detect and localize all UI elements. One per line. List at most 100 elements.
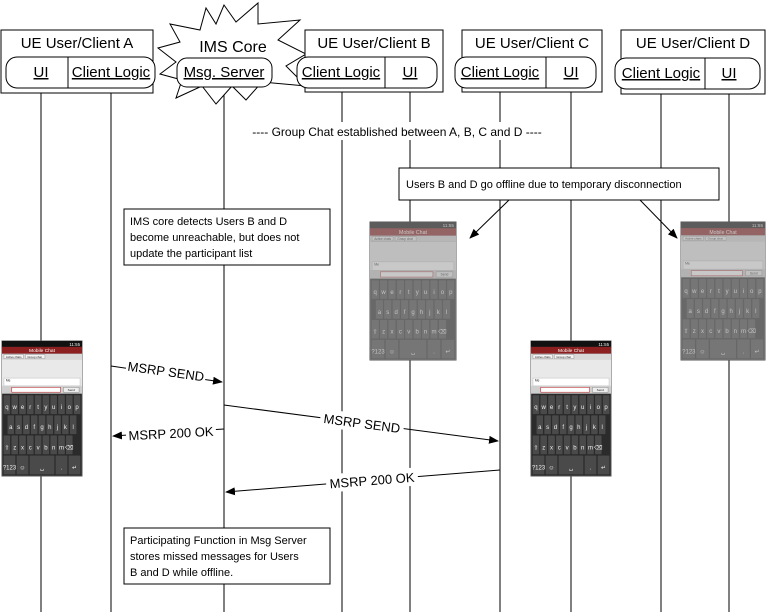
msg-send-c: MSRP SEND bbox=[223, 404, 499, 444]
client-b-ui-label: UI bbox=[403, 64, 418, 81]
phone-key: ⌫ bbox=[65, 444, 74, 451]
client-b-logic-label: Client Logic bbox=[302, 64, 381, 81]
phone-key: p bbox=[75, 405, 79, 411]
client-d-inner bbox=[614, 57, 761, 90]
phone-tab-2: Group chat bbox=[556, 355, 571, 359]
msg-server-label: Msg. Server bbox=[184, 64, 265, 81]
offline-note-box bbox=[398, 167, 720, 201]
phone-key: b bbox=[44, 445, 48, 451]
arrow-offline-to-d bbox=[639, 199, 678, 239]
arrow-offline-to-b bbox=[469, 199, 510, 239]
msg-server-box bbox=[176, 57, 273, 88]
group-chat-note: ---- Group Chat established between A, B… bbox=[228, 122, 568, 140]
phone-key: t bbox=[566, 405, 568, 411]
phone-offline-overlay bbox=[681, 222, 765, 360]
phone-key: k bbox=[593, 425, 597, 431]
phone-key: ␣ bbox=[569, 465, 573, 471]
participating-line-2: stores missed messages for Users bbox=[130, 551, 299, 563]
client-c-logic-label: Client Logic bbox=[461, 64, 540, 81]
phone-key: d bbox=[25, 425, 28, 431]
phone-key: n bbox=[581, 445, 584, 451]
msg-ok-c-label: MSRP 200 OK bbox=[329, 470, 415, 492]
phone-key: y bbox=[44, 405, 47, 411]
phone-key: m bbox=[59, 445, 64, 451]
phone-key: ?123 bbox=[3, 465, 17, 471]
entity-client-b: UE User/Client B Client Logic UI bbox=[296, 29, 444, 93]
phone-tab-2: Group chat bbox=[27, 355, 42, 359]
client-b-header: UE User/Client B bbox=[317, 35, 430, 52]
phone-key: i bbox=[590, 405, 591, 411]
phone-key: ␣ bbox=[40, 465, 44, 471]
phone-tab-1: Active chats bbox=[535, 355, 551, 359]
entity-client-d: UE User/Client D Client Logic UI bbox=[614, 29, 766, 95]
offline-note: Users B and D go offline due to temporar… bbox=[398, 167, 720, 201]
phone-key: e bbox=[550, 405, 554, 411]
client-c-inner bbox=[454, 56, 597, 89]
phone-tab-1: Active chats bbox=[6, 355, 22, 359]
phone-app-title: Mobile Chat bbox=[29, 348, 56, 354]
msg-ok-a: MSRP 200 OK bbox=[112, 421, 225, 445]
client-d-ui-label: UI bbox=[722, 65, 737, 82]
phone-key: l bbox=[602, 425, 603, 431]
phone-key: z bbox=[13, 445, 16, 451]
client-a-ui-label: UI bbox=[34, 64, 49, 81]
client-d-logic-label: Client Logic bbox=[622, 65, 701, 82]
phone-key: d bbox=[554, 425, 557, 431]
phone-key: q bbox=[534, 405, 537, 411]
phone-sender: Me bbox=[6, 378, 11, 382]
client-b-inner bbox=[296, 56, 438, 89]
phone-key: m bbox=[588, 445, 593, 451]
phone-key: ↵ bbox=[72, 465, 77, 471]
phone-status-time: 11:55 bbox=[69, 342, 80, 347]
phone-key: o bbox=[68, 405, 72, 411]
phone-key: a bbox=[9, 425, 13, 431]
phone-key: n bbox=[52, 445, 55, 451]
client-a-logic-label: Client Logic bbox=[72, 64, 151, 81]
phone-key: x bbox=[550, 445, 553, 451]
phone-key: r bbox=[558, 405, 560, 411]
ims-detect-box bbox=[123, 208, 331, 266]
participating-note: Participating Function in Msg Server sto… bbox=[123, 527, 331, 585]
ims-detect-line-2: become unreachable, but does not bbox=[130, 232, 299, 244]
phone-key: s bbox=[17, 425, 20, 431]
phone-sender: Me bbox=[535, 378, 540, 382]
msg-send-a: MSRP SEND bbox=[110, 356, 223, 386]
phone-key: c bbox=[29, 445, 32, 451]
phone-key: b bbox=[573, 445, 577, 451]
phone-key: s bbox=[546, 425, 549, 431]
phone-key: v bbox=[566, 445, 569, 451]
phone-key: k bbox=[64, 425, 68, 431]
phone-key: f bbox=[562, 425, 564, 431]
phone-key: l bbox=[73, 425, 74, 431]
phone-send-button: Send bbox=[68, 388, 76, 392]
phone-key: e bbox=[21, 405, 25, 411]
offline-note-text: Users B and D go offline due to temporar… bbox=[406, 179, 682, 191]
client-a-header: UE User/Client A bbox=[21, 35, 134, 52]
phone-key: f bbox=[33, 425, 35, 431]
phone-key: ↵ bbox=[601, 465, 606, 471]
entity-ims-core: IMS Core Msg. Server bbox=[156, 1, 308, 105]
phone-key: r bbox=[29, 405, 31, 411]
phone-status-time: 11:55 bbox=[598, 342, 609, 347]
phone-key: ⌫ bbox=[594, 444, 603, 451]
group-chat-text: ---- Group Chat established between A, B… bbox=[252, 125, 541, 139]
phone-key: w bbox=[541, 405, 547, 411]
phone-key: y bbox=[573, 405, 576, 411]
ims-detect-note: IMS core detects Users B and D become un… bbox=[123, 208, 331, 266]
phone-key: ☺ bbox=[548, 465, 554, 471]
phone-key: u bbox=[52, 405, 55, 411]
ims-detect-line-3: update the participant list bbox=[130, 248, 252, 260]
participating-line-3: B and D while offline. bbox=[130, 567, 233, 579]
entity-client-c: UE User/Client C Client Logic UI bbox=[454, 29, 603, 93]
client-a-inner bbox=[5, 56, 156, 89]
phone-key: o bbox=[597, 405, 601, 411]
phone-key: h bbox=[577, 425, 580, 431]
phone-key: ☺ bbox=[19, 465, 25, 471]
client-c-ui-label: UI bbox=[564, 64, 579, 81]
phone-key: i bbox=[61, 405, 62, 411]
phone-key: j bbox=[585, 425, 587, 431]
